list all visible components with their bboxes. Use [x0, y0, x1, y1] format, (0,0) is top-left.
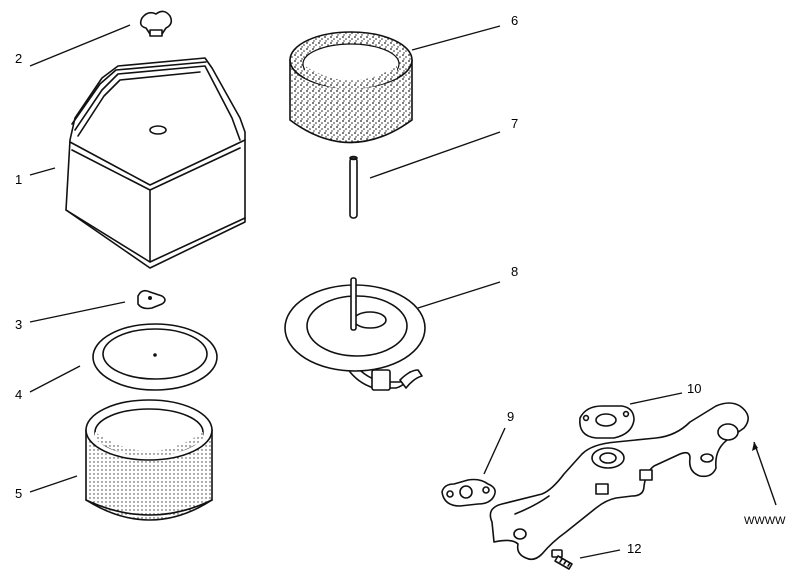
intake-manifold [489, 402, 749, 561]
callout-7: 7 [511, 116, 519, 131]
leader-2 [29, 24, 131, 67]
callout-3: 3 [15, 317, 23, 332]
callout-5: 5 [15, 486, 23, 501]
callout-6: 6 [511, 13, 519, 28]
disc-cover-part-4 [92, 323, 218, 391]
reference-code: WWWW [744, 515, 786, 527]
leader-9 [483, 427, 506, 475]
leader-4 [29, 365, 81, 393]
leader-lines [29, 24, 777, 559]
wing-nut-part-2 [139, 10, 173, 37]
leader-5 [29, 475, 78, 493]
callout-9: 9 [507, 409, 515, 424]
leader-10 [629, 392, 683, 405]
callout-10: 10 [687, 381, 702, 396]
leader-3 [29, 301, 126, 323]
clip-part-3 [137, 289, 166, 310]
screw-part-12 [551, 549, 573, 570]
callout-8: 8 [511, 264, 519, 279]
stud-part-7 [349, 155, 358, 219]
base-plate-part-8 [284, 277, 426, 391]
leader-reference [753, 441, 777, 506]
callout-12: 12 [627, 541, 642, 556]
callout-1: 1 [15, 172, 23, 187]
leader-12 [579, 549, 621, 559]
leader-reference-arrowhead [752, 442, 758, 451]
leader-1 [29, 167, 56, 176]
gasket-part-9 [441, 478, 496, 507]
leader-6 [411, 25, 501, 51]
callout-2: 2 [15, 51, 23, 66]
mesh-filter-part-5 [85, 399, 213, 521]
leader-7 [369, 131, 501, 179]
foam-precleaner-part-6 [289, 31, 413, 144]
leader-8 [417, 281, 501, 309]
callout-4: 4 [15, 387, 23, 402]
gasket-part-10 [579, 405, 635, 439]
air-cleaner-cover-part-1 [65, 57, 246, 269]
